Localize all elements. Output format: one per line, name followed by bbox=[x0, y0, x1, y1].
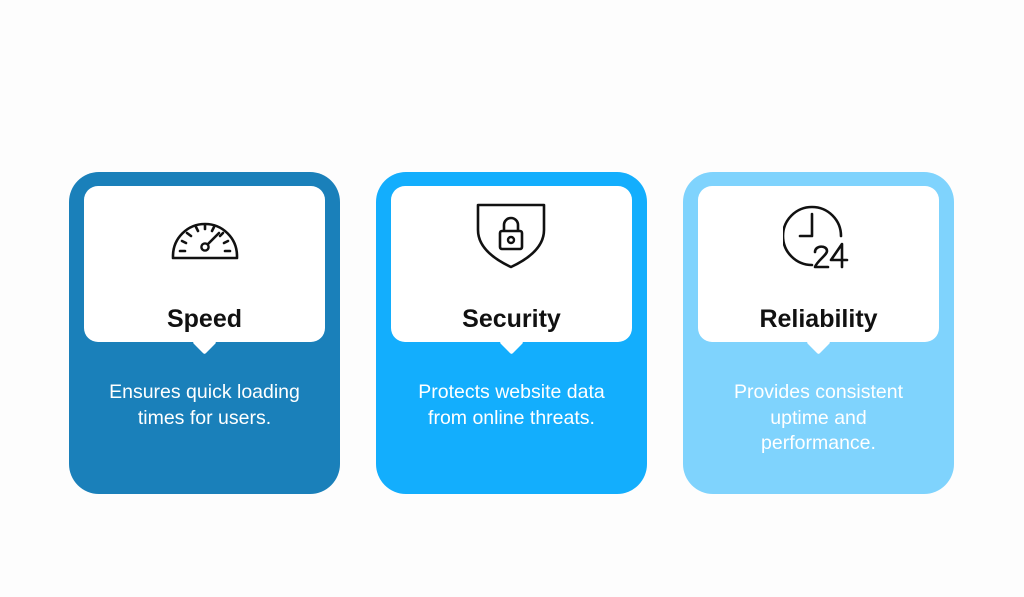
card-title: Security bbox=[462, 305, 561, 333]
card-header-reliability: Reliability bbox=[698, 186, 939, 355]
card-reliability: Reliability Provides consistent uptime a… bbox=[683, 172, 954, 494]
clock-24-icon bbox=[782, 205, 848, 269]
callout-pointer bbox=[499, 330, 524, 355]
card-security: Security Protects website data from onli… bbox=[376, 172, 647, 494]
card-description: Provides consistent uptime and performan… bbox=[733, 381, 904, 454]
card-description: Protects website data from online threat… bbox=[418, 381, 605, 429]
callout-pointer bbox=[806, 330, 831, 355]
card-title: Reliability bbox=[759, 305, 878, 333]
card-description: Ensures quick loading times for users. bbox=[109, 381, 300, 429]
shield-lock-icon bbox=[476, 203, 545, 269]
card-speed: Speed Ensures quick loading times for us… bbox=[69, 172, 340, 494]
card-header-security: Security bbox=[391, 186, 632, 355]
callout-pointer bbox=[192, 330, 217, 355]
card-header-speed: Speed bbox=[84, 186, 325, 355]
card-title: Speed bbox=[166, 305, 243, 333]
speedometer-icon bbox=[171, 222, 238, 260]
